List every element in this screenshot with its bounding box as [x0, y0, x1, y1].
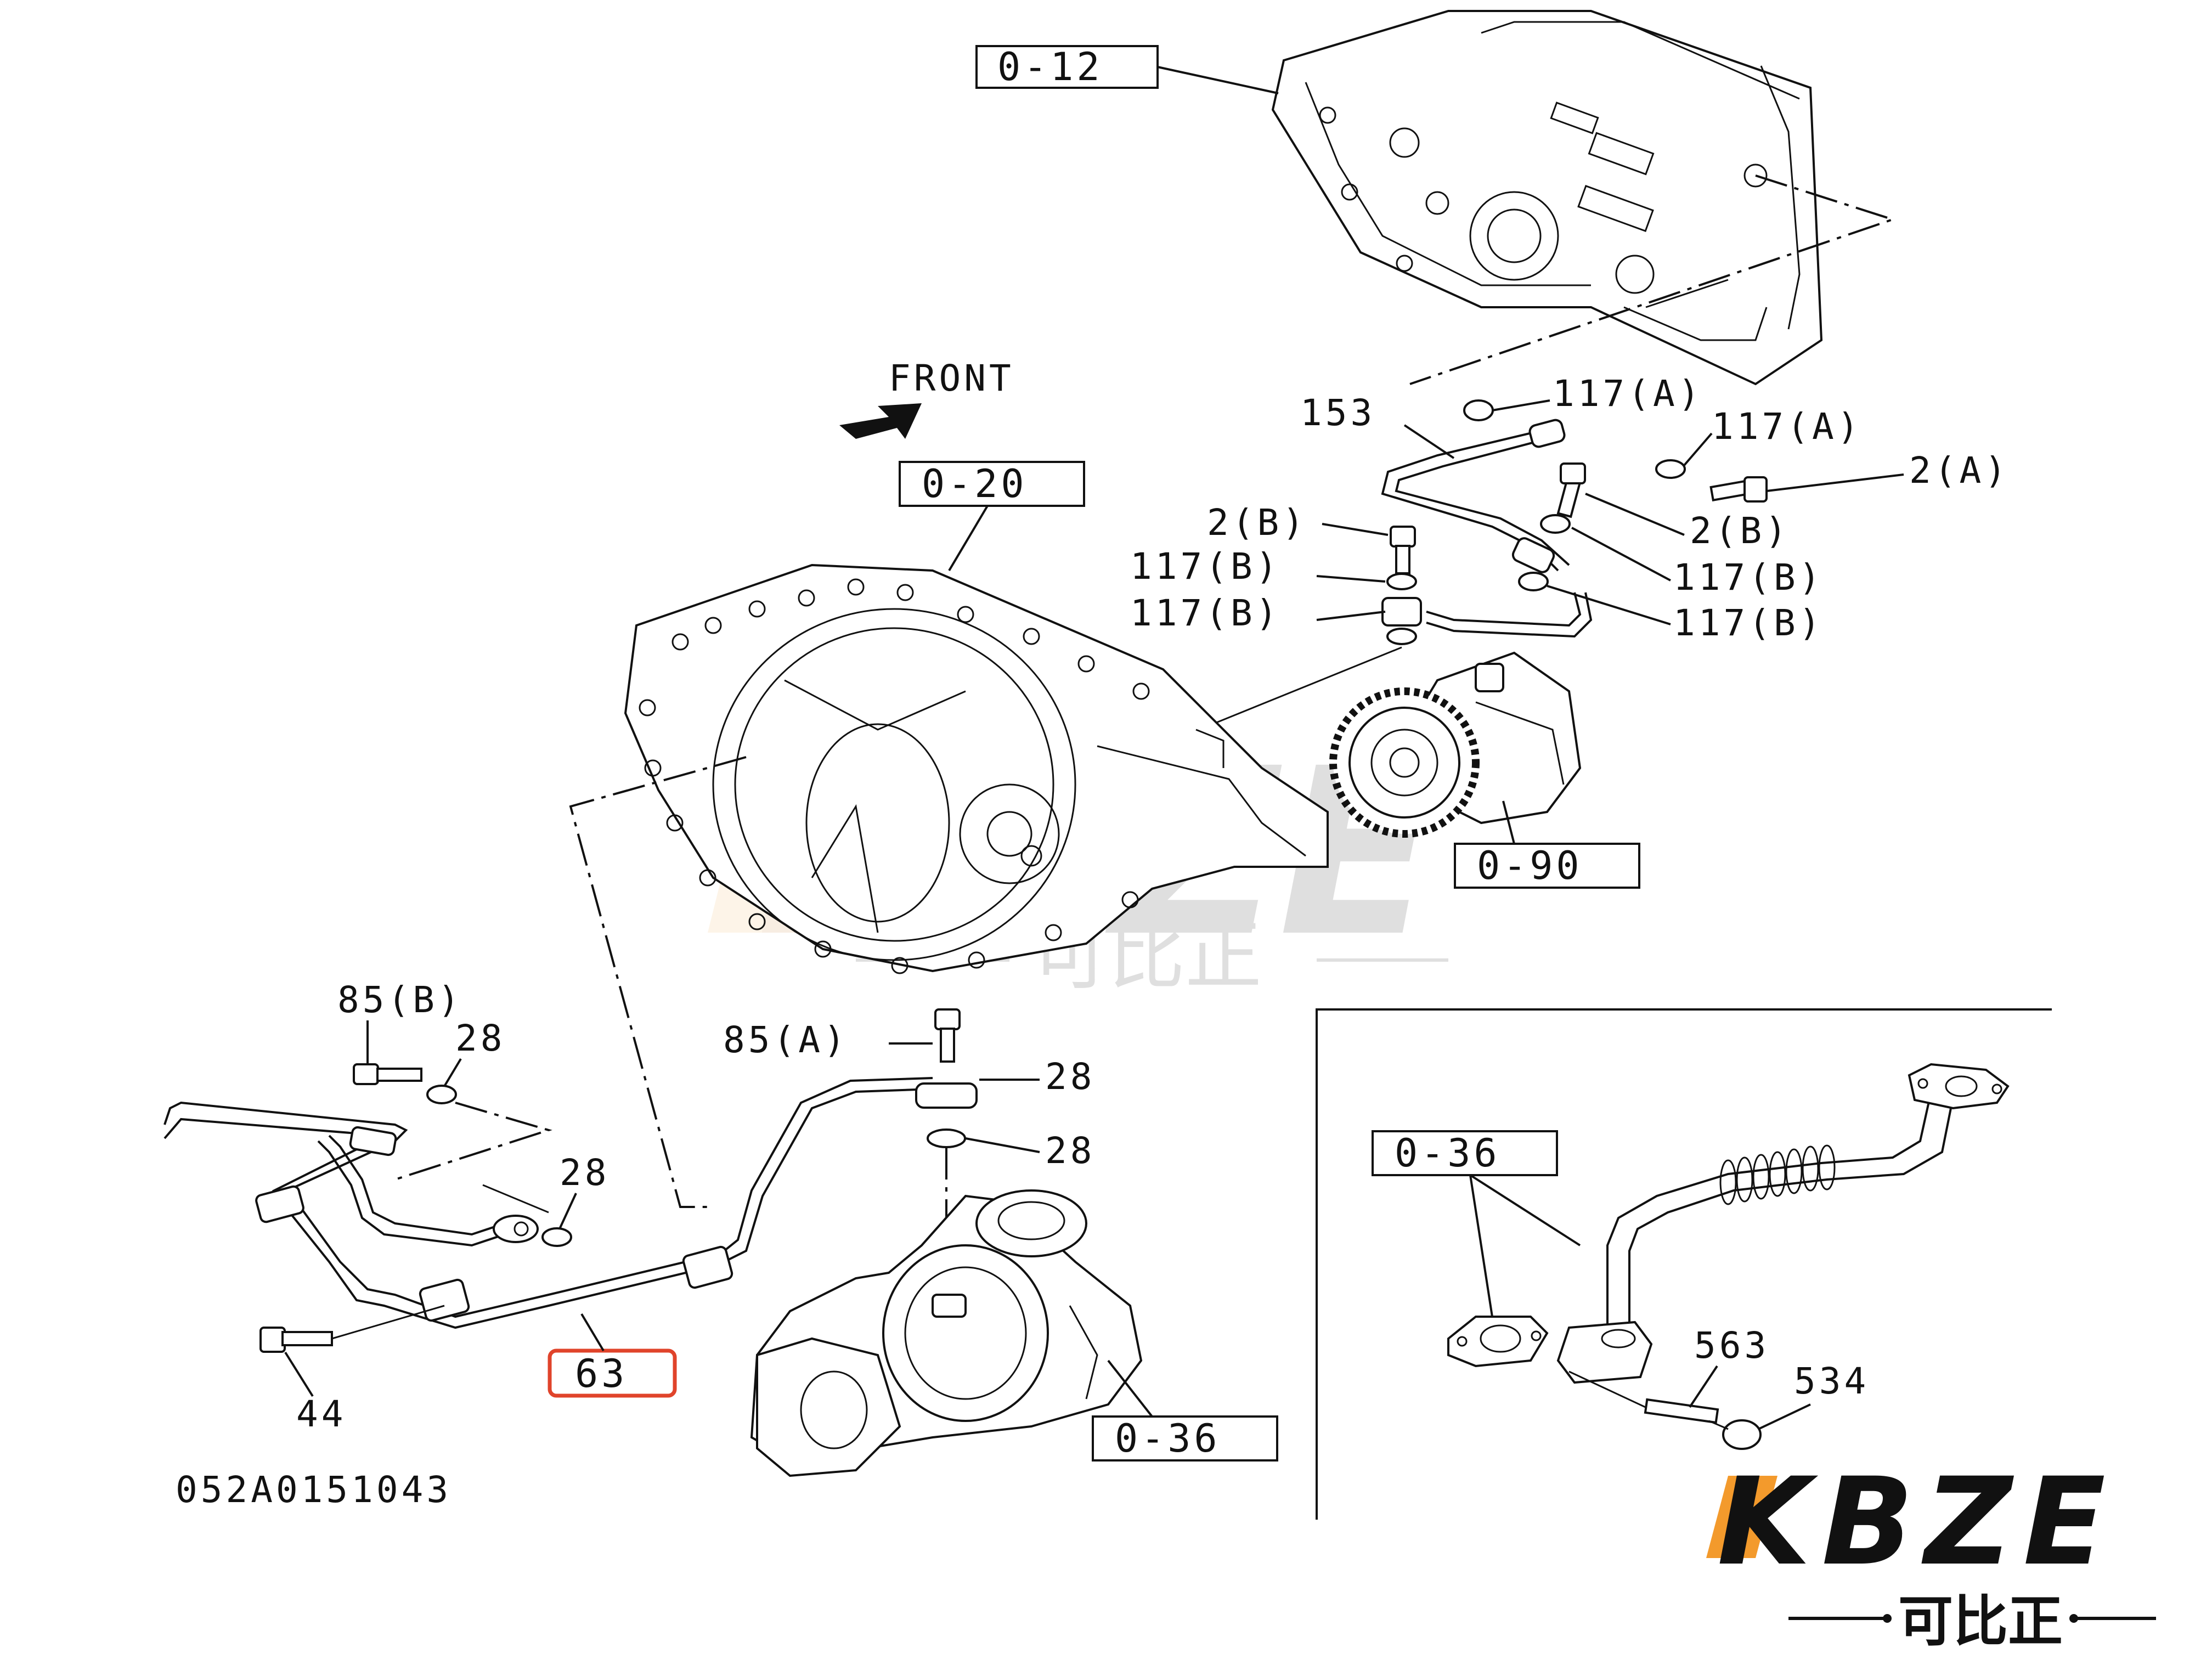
- oil-pipe-153: [1381, 399, 1768, 638]
- front-arrow-icon: [839, 403, 922, 439]
- label-0-12: 0-12: [997, 44, 1103, 89]
- callout-63-highlighted: 63: [548, 1313, 677, 1398]
- gear-pump-drawing: [1329, 651, 1582, 838]
- label-0-20: 0-20: [922, 461, 1028, 506]
- label-117b-right-1: 117(B): [1673, 556, 1824, 599]
- turbocharger-drawing: [750, 1008, 1143, 1477]
- label-2b-right: 2(B): [1690, 510, 1790, 552]
- label-153: 153: [1300, 392, 1375, 434]
- oil-pipes-lower: [163, 756, 933, 1353]
- label-85b: 85(B): [337, 979, 463, 1021]
- callout-0-12: 0-12: [975, 44, 1279, 94]
- engine-block-drawing: [1271, 10, 1823, 386]
- label-117a-2: 117(A): [1712, 405, 1862, 448]
- callout-0-36-main: 0-36: [1092, 1359, 1278, 1462]
- label-563: 563: [1694, 1324, 1769, 1367]
- logo-chinese: 可比正: [1898, 1589, 2063, 1654]
- label-117b-left-2: 117(B): [1130, 592, 1280, 634]
- label-2a: 2(A): [1909, 449, 2010, 492]
- label-534: 534: [1794, 1360, 1869, 1402]
- bolt-stack-left: [1212, 526, 1417, 725]
- callout-0-20: 0-20: [899, 461, 1085, 572]
- kbze-logo: KBZE 可比正: [1706, 1452, 2156, 1654]
- label-28-c: 28: [1045, 1056, 1095, 1098]
- label-44: 44: [296, 1393, 346, 1435]
- highlight-frame: [548, 1348, 677, 1398]
- front-label: FRONT: [889, 357, 1014, 399]
- label-2b-left: 2(B): [1207, 501, 1307, 544]
- callout-0-90: 0-90: [1454, 800, 1640, 889]
- label-0-36-main: 0-36: [1115, 1416, 1221, 1461]
- label-28-d: 28: [1045, 1130, 1095, 1172]
- logo-brand: KBZE: [1717, 1452, 2117, 1592]
- figure-code: 052A0151043: [176, 1469, 452, 1511]
- detail-inset: [1316, 1008, 2052, 1520]
- label-117a-1: 117(A): [1553, 373, 1703, 415]
- label-0-36-detail: 0-36: [1395, 1131, 1500, 1176]
- label-117b-right-2: 117(B): [1673, 602, 1824, 644]
- label-0-90: 0-90: [1477, 843, 1583, 888]
- label-85a: 85(A): [723, 1019, 849, 1061]
- label-28-b: 28: [560, 1152, 610, 1194]
- label-117b-left-1: 117(B): [1130, 545, 1280, 588]
- callout-0-36-detail: 0-36: [1372, 1130, 1581, 1317]
- label-28-a: 28: [455, 1017, 505, 1059]
- front-direction: FRONT: [839, 357, 1014, 439]
- label-63: 63: [575, 1351, 628, 1396]
- flywheel-housing-drawing: [624, 563, 1329, 974]
